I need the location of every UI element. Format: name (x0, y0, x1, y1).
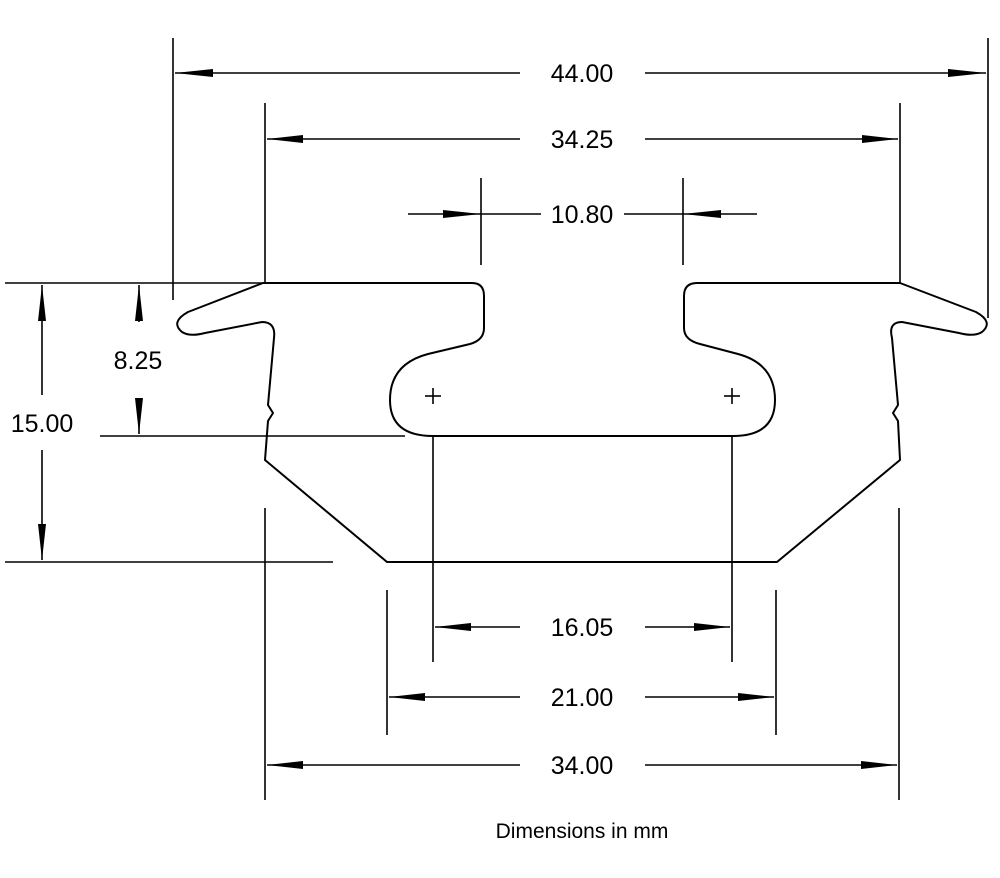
dimension-lip-width: 34.25 (267, 126, 898, 154)
label-overall-width: 44.00 (551, 60, 614, 88)
label-body-width: 34.00 (551, 752, 614, 780)
label-lobe-depth: 8.25 (114, 347, 163, 375)
dimension-hole-spacing: 16.05 (435, 614, 730, 642)
label-total-height: 15.00 (11, 410, 74, 438)
caption-units: Dimensions in mm (496, 820, 669, 843)
label-hole-spacing: 16.05 (551, 614, 614, 642)
dimension-slot-opening: 10.80 (408, 201, 757, 229)
profile-right-outer (533, 282, 988, 563)
dimension-total-height: 15.00 (11, 285, 74, 560)
label-slot-opening: 10.80 (551, 201, 614, 229)
profile-left-outer (176, 282, 533, 563)
dimension-body-width: 34.00 (267, 752, 897, 780)
label-bottom-width: 21.00 (551, 684, 614, 712)
profile-right-half (533, 282, 776, 437)
label-lip-width: 34.25 (551, 126, 614, 154)
dimension-overall-width: 44.00 (175, 60, 986, 88)
hole-center-right (724, 388, 740, 404)
extension-lines (5, 38, 989, 800)
dimension-bottom-width: 21.00 (389, 684, 774, 712)
profile-outline (176, 282, 988, 563)
hole-center-left (425, 388, 441, 404)
profile-left-half (389, 282, 533, 437)
dimension-lobe-depth: 8.25 (114, 285, 163, 434)
